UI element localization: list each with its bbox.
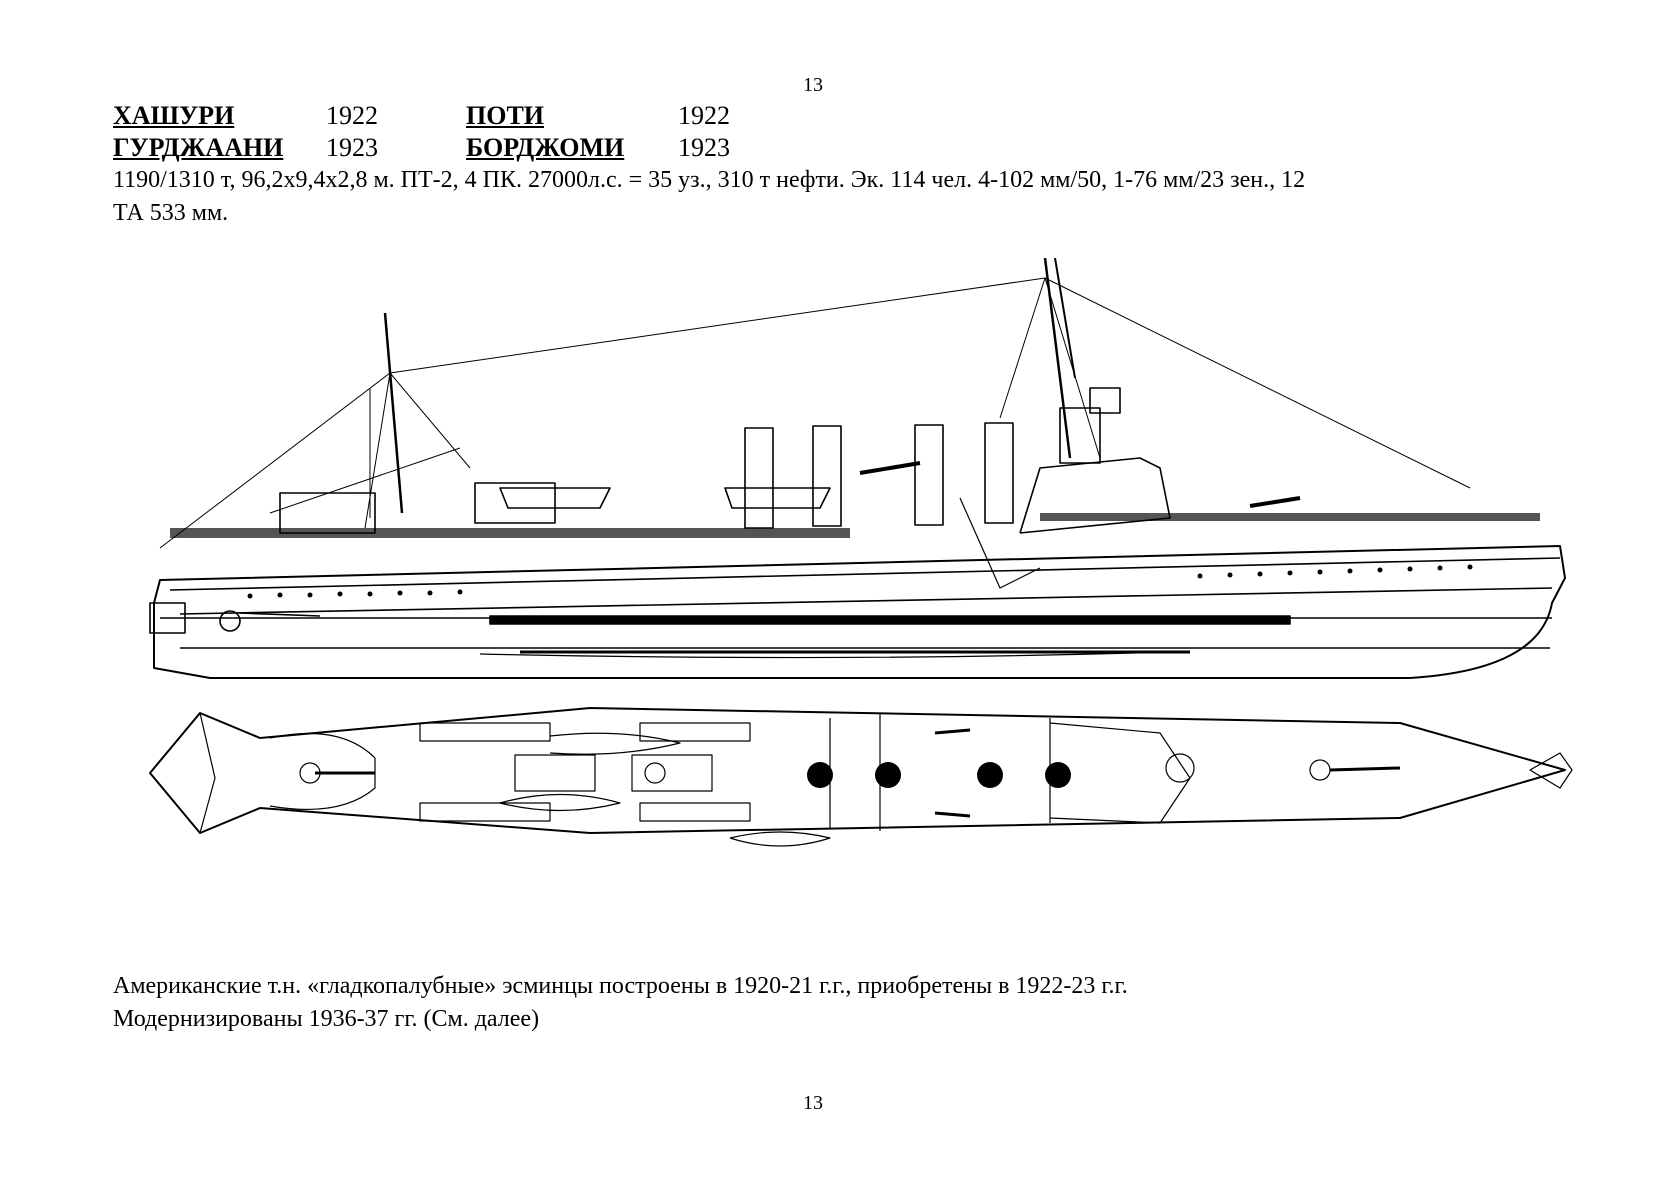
ship-name: ПОТИ <box>466 101 545 130</box>
ship-year: 1923 <box>678 133 730 162</box>
ship-drawing <box>149 258 1573 847</box>
plan-view <box>149 707 1573 847</box>
page-number-top: 13 <box>803 74 823 96</box>
caption: Американские т.н. «гладкопалубные» эсмин… <box>113 970 1128 1036</box>
specs-line: 1190/1310 т, 96,2x9,4x2,8 м. ПТ-2, 4 ПК.… <box>113 167 1306 193</box>
ship-row: ХАШУРИ 1922 ПОТИ 1922 <box>113 100 758 132</box>
ship-row: ГУРДЖААНИ 1923 БОРДЖОМИ 1923 <box>113 132 758 164</box>
ship-list: ХАШУРИ 1922 ПОТИ 1922 ГУРДЖААНИ 1923 БОР… <box>113 100 758 164</box>
ship-year: 1922 <box>678 101 730 130</box>
caption-line: Модернизированы 1936-37 гг. (См. далее) <box>113 1006 540 1032</box>
side-profile <box>149 258 1566 679</box>
ship-year: 1923 <box>326 133 378 162</box>
specifications: 1190/1310 т, 96,2x9,4x2,8 м. ПТ-2, 4 ПК.… <box>113 164 1533 230</box>
ship-name: БОРДЖОМИ <box>466 133 625 162</box>
ship-name: ГУРДЖААНИ <box>113 133 284 162</box>
page-number-bottom: 13 <box>803 1092 823 1114</box>
ship-year: 1922 <box>326 101 378 130</box>
specs-line: ТА 533 мм. <box>113 200 229 226</box>
ship-name: ХАШУРИ <box>113 101 235 130</box>
caption-line: Американские т.н. «гладкопалубные» эсмин… <box>113 973 1128 999</box>
